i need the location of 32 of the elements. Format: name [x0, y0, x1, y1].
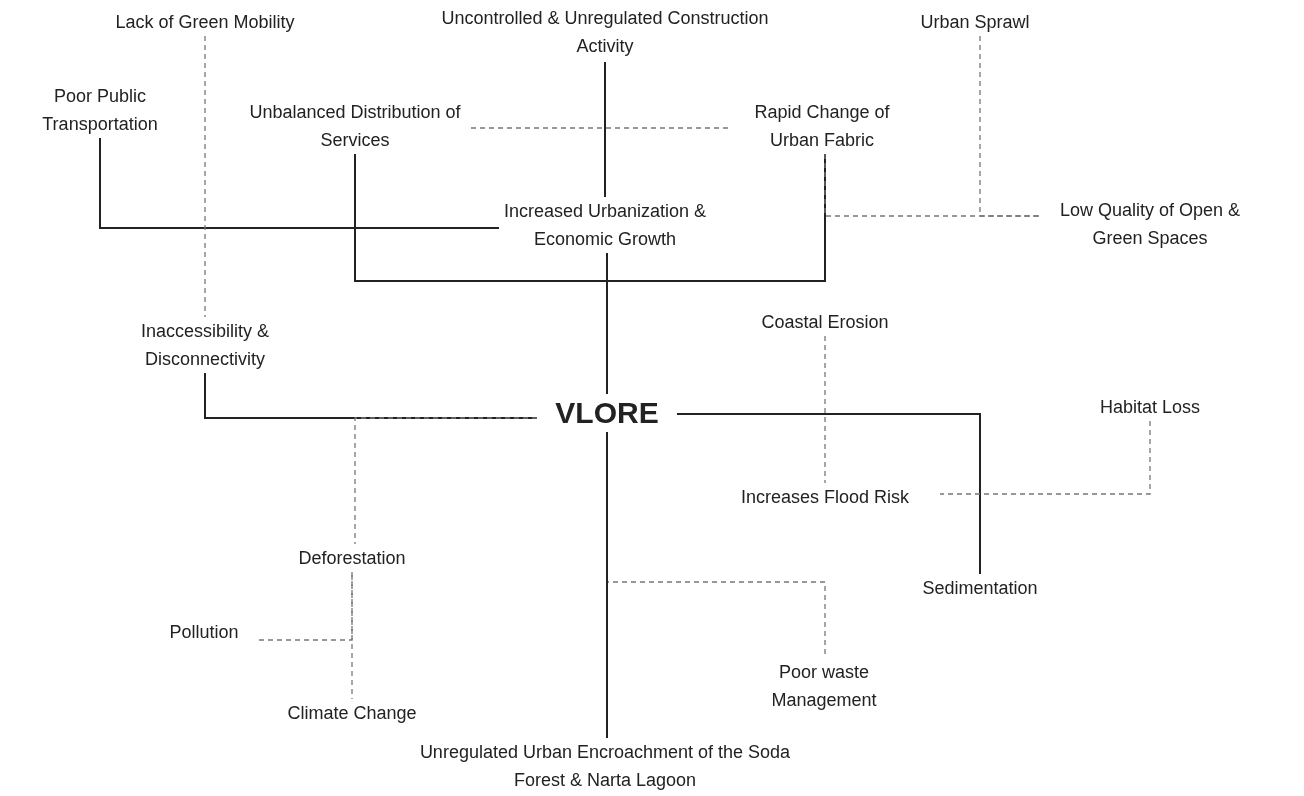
- connector-line: [606, 252, 608, 395]
- node-label: Inaccessibility & Disconnectivity: [110, 317, 300, 373]
- node-label: Unregulated Urban Encroachment of the Soda Forest & Narta Lagoon: [419, 738, 791, 794]
- node-label: Pollution: [149, 618, 259, 646]
- node-label: Low Quality of Open & Green Spaces: [1039, 196, 1261, 252]
- node-label: Urban Sprawl: [900, 8, 1050, 36]
- node-label: Uncontrolled & Unregulated Construction Activity: [440, 4, 770, 62]
- central-label: VLORE: [537, 394, 677, 432]
- node-label: Increases Flood Risk: [710, 483, 940, 511]
- connector-line: [354, 417, 538, 545]
- connector-line: [824, 153, 1040, 217]
- node-label: Unbalanced Distribution of Services: [239, 98, 471, 154]
- node-label: Poor waste Management: [739, 658, 909, 714]
- node-label: Coastal Erosion: [730, 308, 920, 336]
- connector-line: [99, 137, 500, 229]
- node-label: Sedimentation: [895, 574, 1065, 602]
- node-label: Lack of Green Mobility: [80, 8, 330, 36]
- node-label: Rapid Change of Urban Fabric: [732, 98, 912, 154]
- connector-line: [351, 571, 353, 700]
- connector-line: [939, 420, 1151, 495]
- connector-line: [354, 153, 826, 282]
- node-label: Poor Public Transportation: [15, 82, 185, 138]
- node-label: Habitat Loss: [1075, 393, 1225, 421]
- connector-line: [676, 413, 981, 575]
- connector-line: [604, 61, 606, 198]
- connector-line: [979, 35, 1040, 217]
- connector-line: [606, 431, 608, 739]
- connector-line: [204, 35, 206, 318]
- connector-line: [824, 335, 826, 484]
- node-label: Climate Change: [257, 699, 447, 727]
- node-label: Increased Urbanization & Economic Growth: [499, 197, 711, 253]
- node-label: Deforestation: [277, 544, 427, 572]
